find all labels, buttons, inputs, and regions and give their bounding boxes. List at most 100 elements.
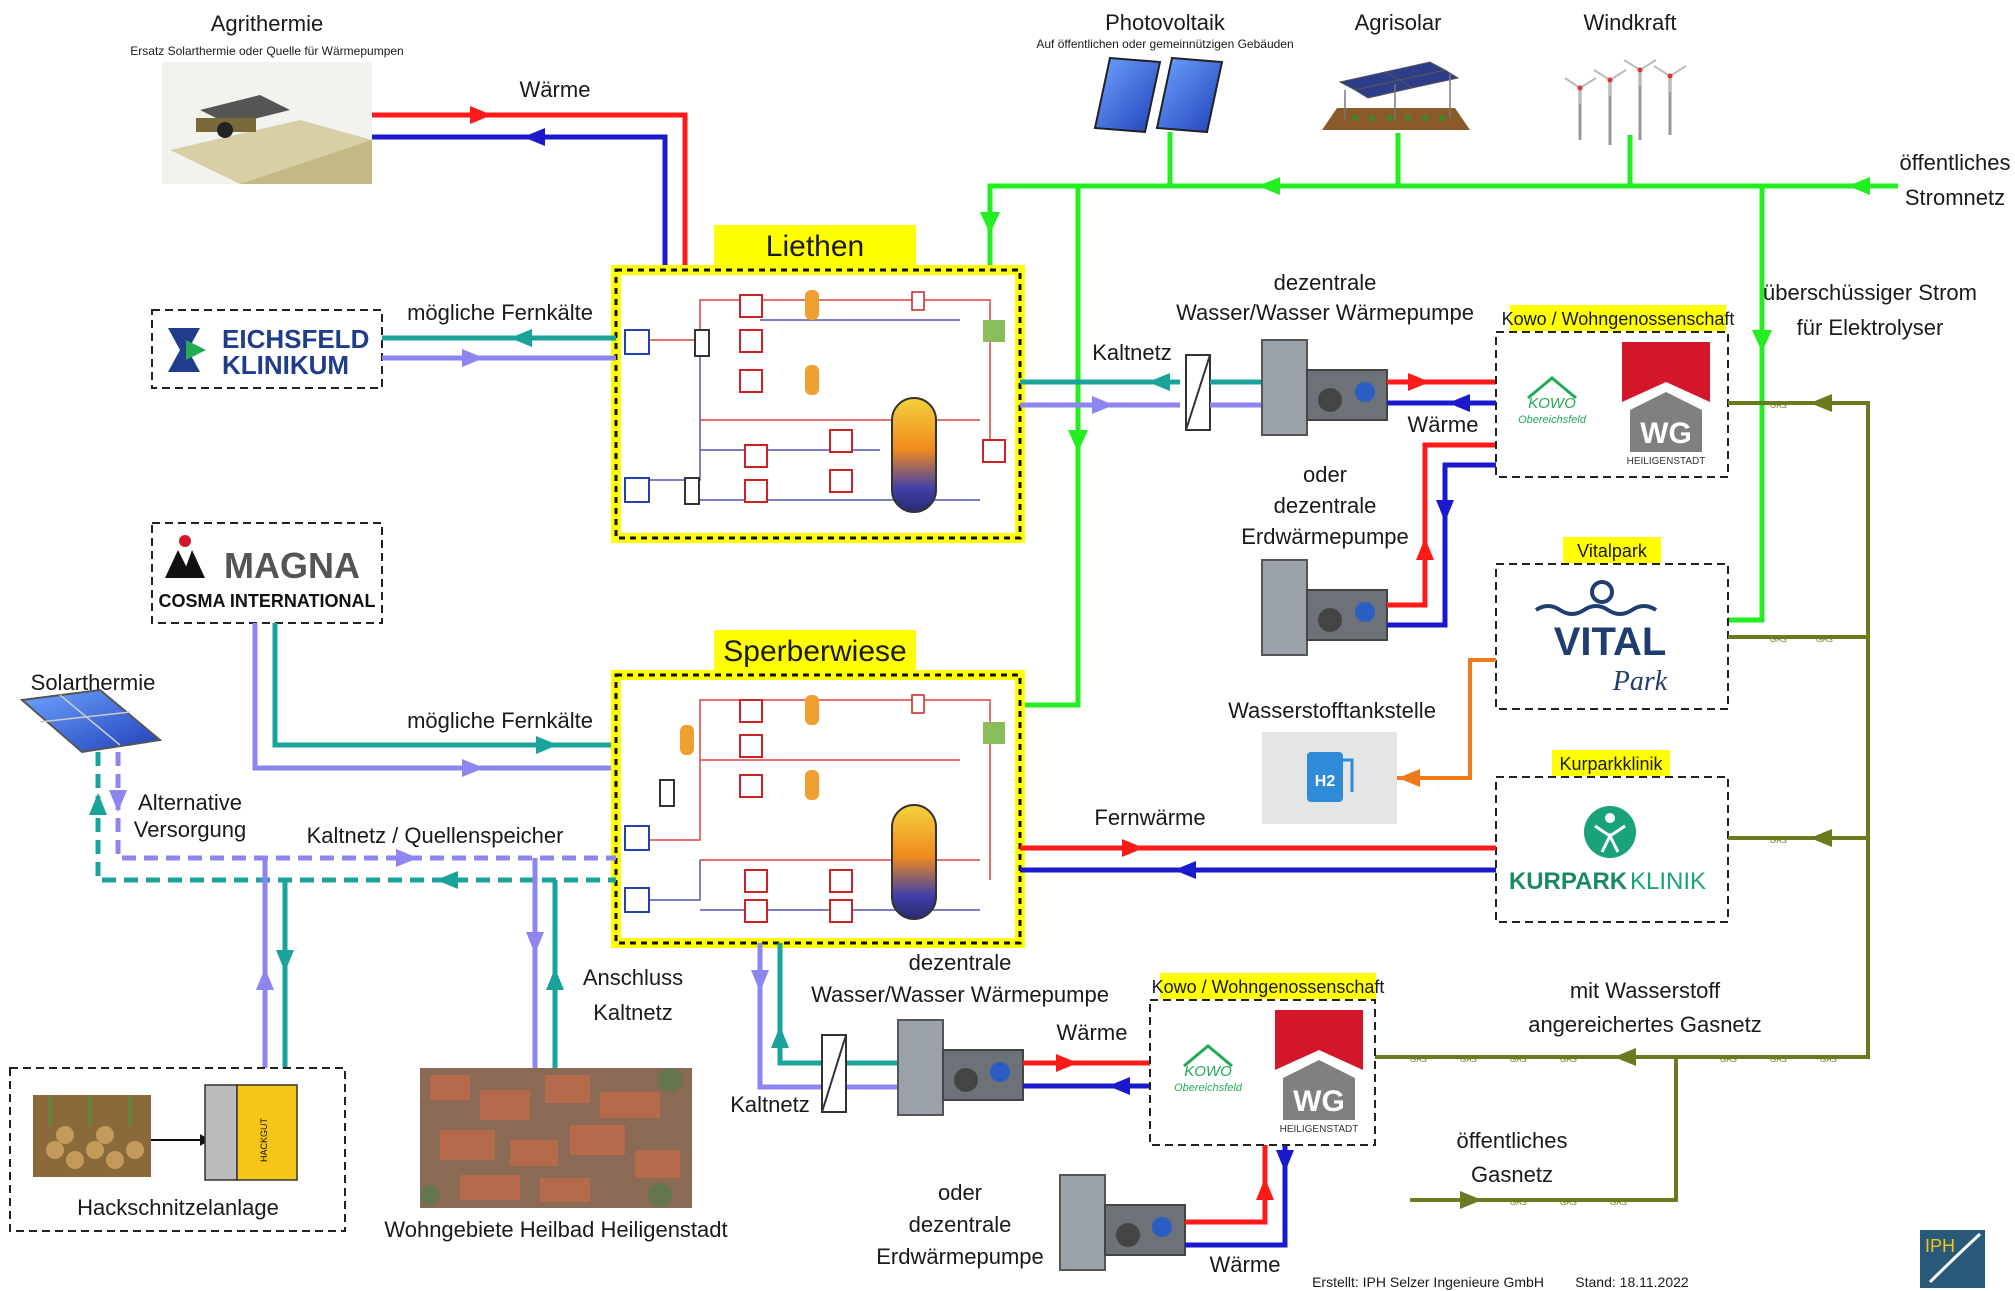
fernwaerme-pipes: Fernwärme [1020, 805, 1496, 879]
solarthermie: Solarthermie [22, 670, 160, 752]
pv-panel-2 [1157, 58, 1222, 132]
kaltnetz-label-right: Kaltnetz [1092, 340, 1172, 365]
agrithermie-pipes: Wärme [372, 77, 685, 270]
surplus-label-1: überschüssiger Strom [1763, 280, 1977, 305]
public-grid-label-2: Stromnetz [1905, 185, 2005, 210]
dez-ww-label-2a: dezentrale [909, 950, 1012, 975]
kaltnetz-sperberwiese-arrows [751, 970, 789, 1048]
kowo-name-2-2: Obereichsfeld [1174, 1082, 1243, 1094]
sperberwiese-storage-tank [892, 805, 936, 919]
gas-label-1: GAS [1770, 401, 1787, 410]
gas-label-3: GAS [1816, 635, 1833, 644]
hackschnitzel-arrows [256, 932, 564, 990]
agrithermie-subtitle: Ersatz Solarthermie oder Quelle für Wärm… [130, 44, 403, 58]
fernwaerme-label: Fernwärme [1094, 805, 1205, 830]
gas-label-11: GAS [1820, 1055, 1837, 1064]
h2-icon-text: H2 [1315, 773, 1336, 790]
pv-panel-1 [1095, 58, 1160, 132]
liethen-title: Liethen [766, 230, 864, 263]
iph-logo-text: IPH [1925, 1236, 1955, 1256]
waerme-label-bottom1: Wärme [1057, 1020, 1128, 1045]
dez-ww-label-2b: Wasser/Wasser Wärmepumpe [811, 982, 1109, 1007]
kowo-wg-box-2: Kowo / Wohngenossenschaft KOWO Obereichs… [1150, 973, 1384, 1145]
liethen-storage-tank [892, 398, 936, 512]
agrisolar: Agrisolar [1322, 10, 1470, 130]
gasnetz-label-2: Gasnetz [1471, 1162, 1553, 1187]
heat-pump-ww-1 [1262, 340, 1387, 435]
eichsfeld-klinikum: EICHSFELD KLINIKUM [152, 310, 382, 388]
gas-label-4: GAS [1770, 836, 1787, 845]
alt-label-2: Versorgung [134, 817, 247, 842]
kurpark-logo-b: KLINIK [1630, 868, 1706, 895]
eichsfeld-name-2: KLINIKUM [222, 350, 349, 380]
footer-date: Stand: 18.11.2022 [1575, 1274, 1689, 1290]
wasserstofftankstelle: Wasserstofftankstelle H2 [1228, 698, 1436, 824]
wg-logo-text-2: WG [1293, 1085, 1345, 1118]
gas-label-10: GAS [1770, 1055, 1787, 1064]
kurparkklinik-box: Kurparkklinik KURPARK KLINIK [1496, 750, 1728, 922]
hackschnitzel-pipes [265, 858, 555, 1068]
wg-logo-text-1: WG [1640, 417, 1692, 450]
vitalpark-box: Vitalpark VITAL Park [1496, 537, 1728, 709]
kurpark-logo-a: KURPARK [1509, 868, 1628, 895]
kowo-name-2-1: KOWO [1184, 1063, 1232, 1080]
h2gas-label-2: angereichertes Gasnetz [1528, 1012, 1762, 1037]
waerme-label-top: Wärme [520, 77, 591, 102]
kaltnetz-label-bottom: Kaltnetz [730, 1092, 810, 1117]
hackschnitzel-label: Hackschnitzelanlage [77, 1195, 279, 1220]
fernkaelte-pipes-2: mögliche Fernkälte [255, 623, 616, 777]
alternative-supply-lines [98, 752, 616, 880]
pv-subtitle: Auf öffentlichen oder gemeinnützigen Geb… [1036, 37, 1293, 51]
sperberwiese-plant: Sperberwiese [616, 630, 1020, 943]
gas-label-14: GAS [1610, 1198, 1627, 1207]
kurpark-tag-text: Kurparkklinik [1559, 754, 1663, 774]
fernkaelte-pipes-1: mögliche Fernkälte [382, 300, 616, 367]
gas-label-9: GAS [1720, 1055, 1737, 1064]
kowo-wg-box-1: Kowo / Wohngenossenschaft KOWO Obereichs… [1496, 305, 1734, 477]
dez-erd-label-1b: Erdwärmepumpe [1241, 524, 1409, 549]
kowo-tag-text-1: Kowo / Wohngenossenschaft [1502, 309, 1735, 329]
wohngebiete-label: Wohngebiete Heilbad Heiligenstadt [384, 1217, 727, 1242]
gas-label-12: GAS [1510, 1198, 1527, 1207]
gas-label-7: GAS [1510, 1055, 1527, 1064]
dez-erd-label-1a: dezentrale [1274, 493, 1377, 518]
gas-label-8: GAS [1560, 1055, 1577, 1064]
dez-ww-label-1b: Wasser/Wasser Wärmepumpe [1176, 300, 1474, 325]
gas-label-5: GAS [1410, 1055, 1427, 1064]
gas-label-6: GAS [1460, 1055, 1477, 1064]
wg-logo-sub-1: HEILIGENSTADT [1627, 456, 1706, 467]
public-grid-label-1: öffentliches [1900, 150, 2011, 175]
oder-label-2: oder [938, 1180, 982, 1205]
liethen-plant: Liethen [616, 225, 1020, 538]
footer-credit: Erstellt: IPH Selzer Ingenieure GmbH [1312, 1274, 1544, 1290]
sperberwiese-title: Sperberwiese [723, 635, 906, 668]
gas-label-2: GAS [1770, 635, 1787, 644]
dez-ww-label-1a: dezentrale [1274, 270, 1377, 295]
photovoltaik: Photovoltaik Auf öffentlichen oder gemei… [1036, 10, 1293, 132]
gas-label-13: GAS [1560, 1198, 1577, 1207]
kowo-name-1: KOWO [1528, 395, 1576, 412]
magna-cosma: MAGNA COSMA INTERNATIONAL [152, 523, 382, 623]
kaltnetz-quellen-label: Kaltnetz / Quellenspeicher [307, 823, 564, 848]
heat-pump-ww-2 [898, 1020, 1023, 1115]
vital-logo-text-2: Park [1612, 666, 1668, 697]
magna-name: MAGNA [224, 545, 360, 586]
windkraft-title: Windkraft [1584, 10, 1677, 35]
surplus-label-2: für Elektrolyser [1797, 315, 1944, 340]
windkraft: Windkraft [1565, 10, 1686, 145]
waerme-label-bottom2: Wärme [1210, 1252, 1281, 1277]
wg-logo-sub-2: HEILIGENSTADT [1280, 1124, 1359, 1135]
kowo-tag-text-2: Kowo / Wohngenossenschaft [1152, 977, 1385, 997]
kowo-name-2: Obereichsfeld [1518, 414, 1587, 426]
anschluss-label-1: Anschluss [583, 965, 683, 990]
waerme-label-right1: Wärme [1408, 412, 1479, 437]
hackgut-label: HACKGUT [259, 1118, 269, 1163]
vital-logo-text-1: VITAL [1554, 620, 1667, 664]
agrithermie: Agrithermie Ersatz Solarthermie oder Que… [130, 11, 403, 184]
wohngebiete: Wohngebiete Heilbad Heiligenstadt [384, 1068, 727, 1242]
agrithermie-image [162, 62, 372, 184]
iph-logo: IPH [1920, 1230, 1985, 1288]
fernkaelte-label-1: mögliche Fernkälte [407, 300, 593, 325]
vitalpark-tag-text: Vitalpark [1577, 541, 1648, 561]
gasnetz-label-1: öffentliches [1457, 1128, 1568, 1153]
